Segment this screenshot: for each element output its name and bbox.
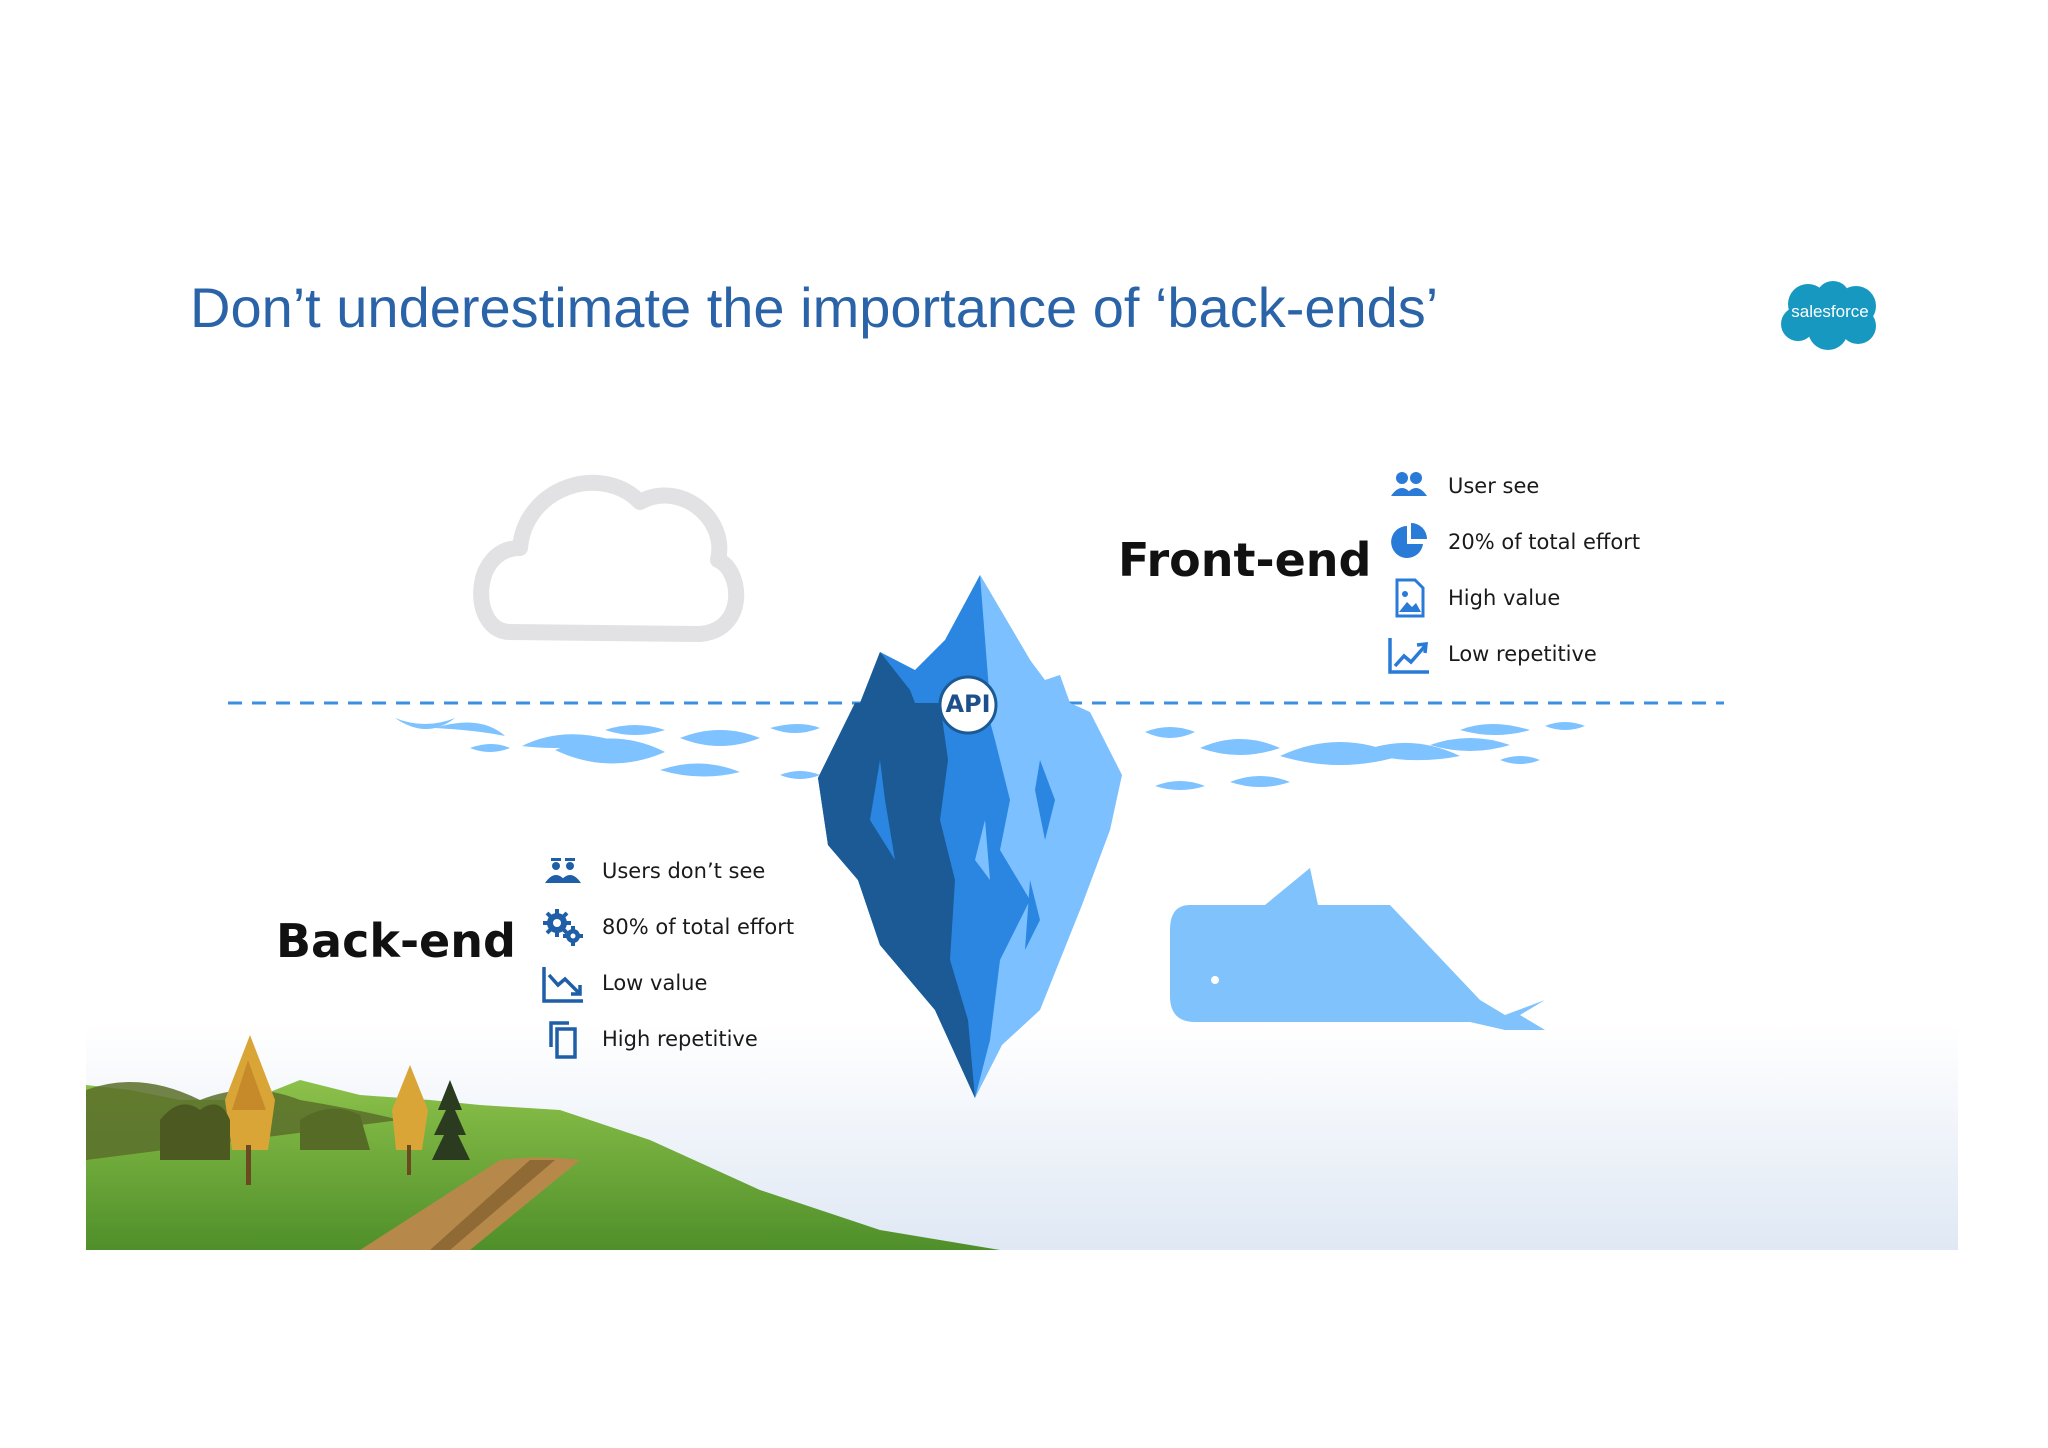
salesforce-logo: salesforce xyxy=(1778,280,1882,352)
trees xyxy=(160,1035,470,1185)
front-end-item-effort: 20% of total effort xyxy=(1386,514,1640,570)
whale-shape xyxy=(1170,868,1545,1030)
item-label: 20% of total effort xyxy=(1448,530,1641,554)
trend-down-icon xyxy=(540,960,586,1006)
pie-chart-icon xyxy=(1386,519,1432,565)
copy-icon xyxy=(540,1016,586,1062)
back-end-item-value: Low value xyxy=(540,955,794,1011)
front-end-list: User see 20% of total effort High value … xyxy=(1386,458,1640,682)
item-label: High repetitive xyxy=(602,1027,758,1051)
item-label: Low repetitive xyxy=(1448,642,1597,666)
users-icon xyxy=(1386,463,1432,509)
iceberg-tip xyxy=(860,575,1070,703)
whale-eye xyxy=(1211,976,1219,984)
front-end-item-user-see: User see xyxy=(1386,458,1640,514)
item-label: Users don’t see xyxy=(602,859,766,883)
item-label: User see xyxy=(1448,474,1540,498)
trend-up-icon xyxy=(1386,631,1432,677)
front-end-heading: Front-end xyxy=(1118,533,1372,587)
back-end-item-repetitive: High repetitive xyxy=(540,1011,794,1067)
item-label: 80% of total effort xyxy=(602,915,795,939)
salesforce-cloud-icon xyxy=(1781,281,1876,350)
back-end-item-users-dont-see: Users don’t see xyxy=(540,843,794,899)
front-end-item-repetitive: Low repetitive xyxy=(1386,626,1640,682)
api-label: API xyxy=(945,690,991,718)
waves-right xyxy=(1145,722,1585,790)
waves-left xyxy=(395,718,820,779)
cloud-outline xyxy=(473,474,745,642)
back-end-heading: Back-end xyxy=(276,914,516,968)
back-end-item-effort: 80% of total effort xyxy=(540,899,794,955)
slide-title: Don’t underestimate the importance of ‘b… xyxy=(190,276,1439,339)
gears-icon xyxy=(540,904,586,950)
item-label: High value xyxy=(1448,586,1561,610)
logo-wordmark: salesforce xyxy=(1791,302,1869,321)
api-node xyxy=(938,675,998,735)
image-document-icon xyxy=(1386,575,1432,621)
back-end-list: Users don’t see 80% of total effort Low … xyxy=(540,843,794,1067)
hidden-users-icon xyxy=(540,848,586,894)
front-end-item-value: High value xyxy=(1386,570,1640,626)
iceberg-underwater xyxy=(818,703,1122,1098)
item-label: Low value xyxy=(602,971,708,995)
